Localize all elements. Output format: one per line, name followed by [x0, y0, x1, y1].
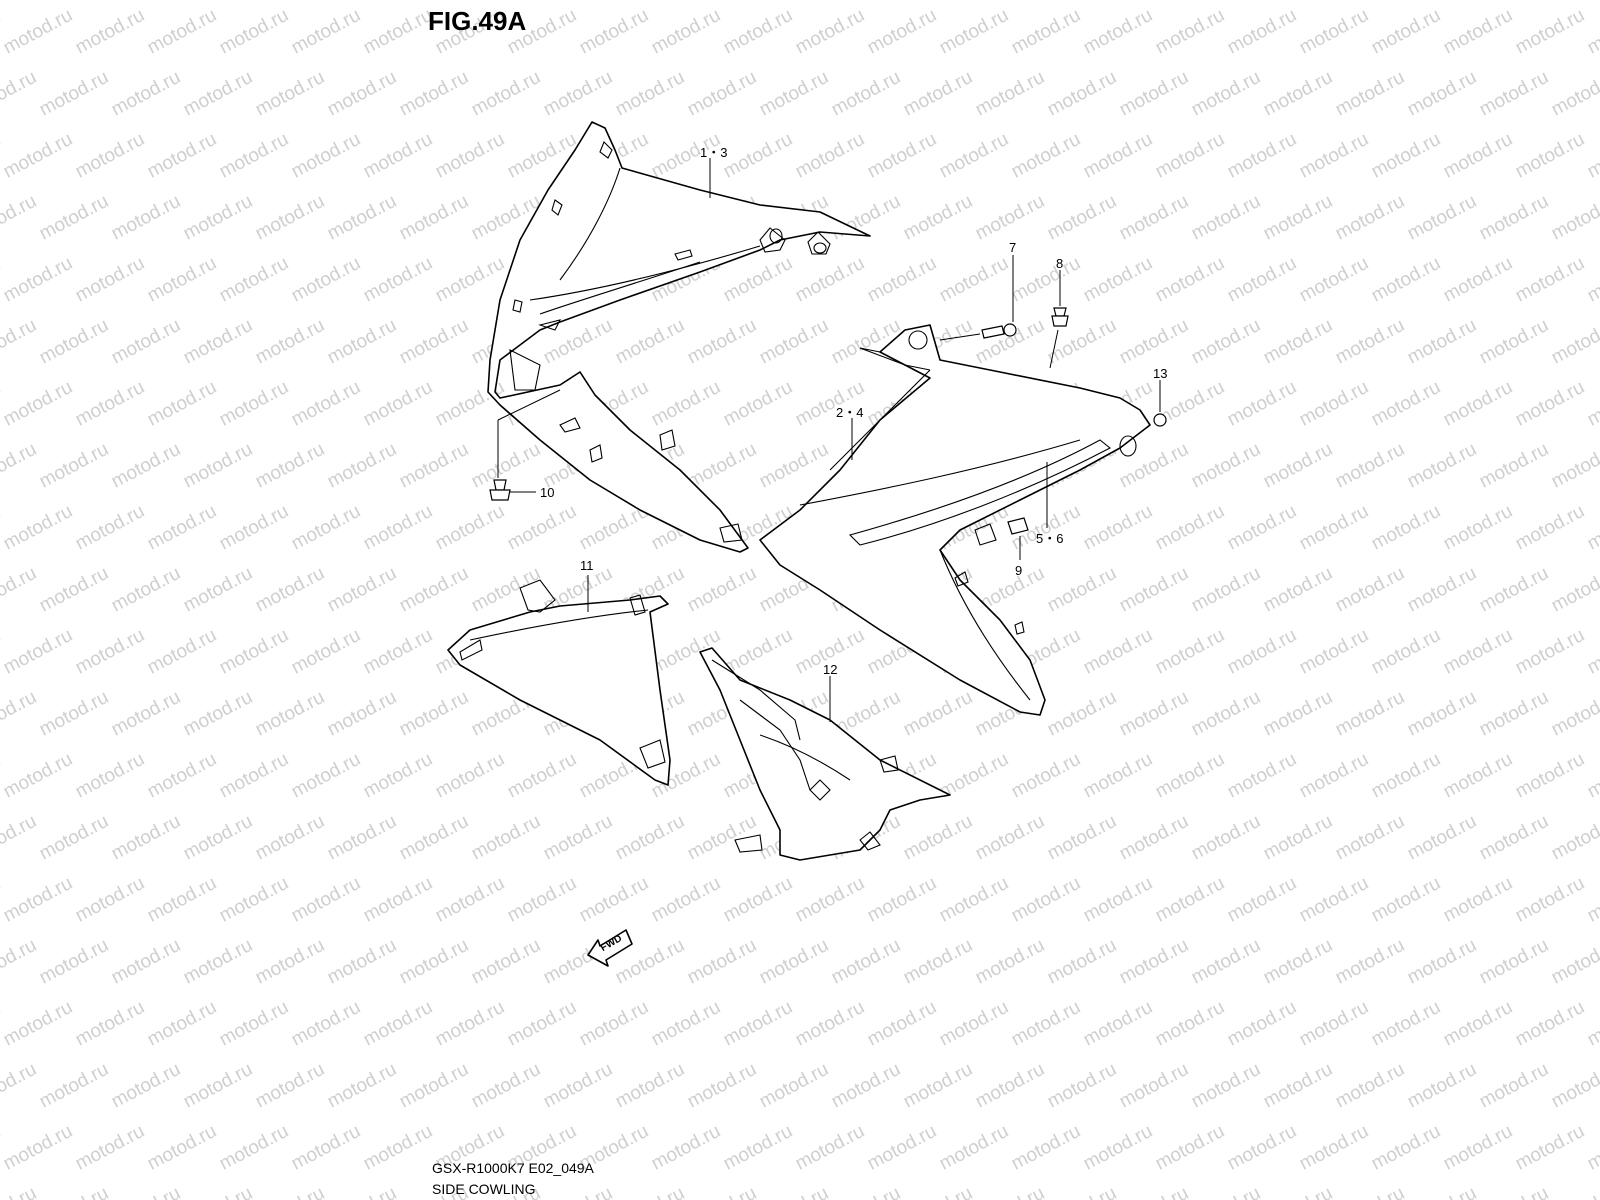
callout-5-6: 5・6: [1036, 531, 1064, 546]
callout-1-3: 1・3: [700, 145, 728, 160]
callout-7: 7: [1009, 240, 1017, 255]
part-inner-cowl-upper: [487, 121, 871, 553]
fwd-arrow-icon: [587, 929, 633, 967]
hardware-rivet-10: [489, 389, 561, 501]
hardware-nut-13: [1153, 380, 1167, 427]
hardware-clip-9: [1007, 517, 1029, 560]
figure-title: FIG.49A: [428, 6, 527, 36]
hardware-rivet-8: [1049, 270, 1069, 369]
callout-11: 11: [580, 558, 594, 573]
part-side-cowl-main: [759, 324, 1151, 716]
part-inner-fairing-left: [447, 579, 671, 786]
callout-9: 9: [1015, 563, 1023, 578]
callout-8: 8: [1056, 256, 1064, 271]
callout-13: 13: [1153, 366, 1168, 381]
part-inner-fairing-lower: [699, 647, 951, 861]
hardware-screw-7: [939, 255, 1017, 341]
section-name: SIDE COWLING: [432, 1181, 536, 1197]
model-code: GSX-R1000K7 E02_049A: [432, 1160, 594, 1176]
callout-12: 12: [823, 662, 838, 677]
callout-10: 10: [540, 485, 555, 500]
callout-2-4: 2・4: [836, 405, 864, 420]
